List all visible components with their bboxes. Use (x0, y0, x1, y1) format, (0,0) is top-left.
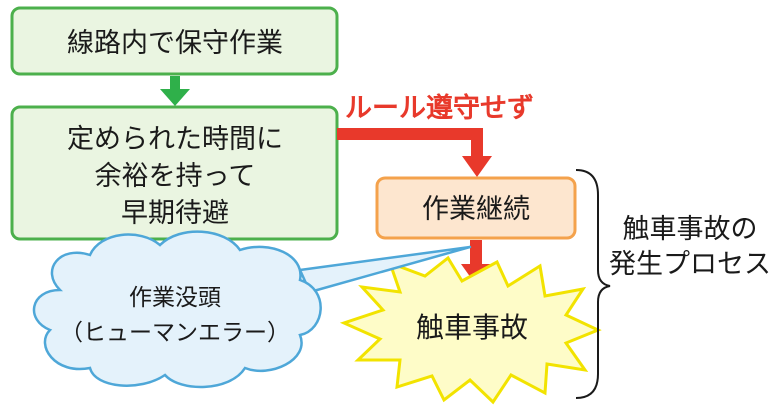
green-down-arrow (160, 76, 190, 106)
step-text-continue-work: 作業継続 (422, 194, 530, 225)
rule-violation-label: ルール遵守せず (345, 92, 534, 124)
step-text-line-2: 余裕を持って (95, 161, 256, 192)
accident-label: 触車事故 (416, 311, 528, 344)
thought-cloud (32, 230, 322, 389)
accident-burst-shape (339, 255, 602, 405)
red-elbow-arrow (337, 128, 492, 177)
step-text-maintenance: 線路内で保守作業 (67, 28, 283, 59)
step-box-continue-work (375, 176, 577, 240)
process-label-line-1: 触車事故の (623, 214, 758, 245)
step-text-line-1: 定められた時間に (67, 124, 283, 155)
cloud-text-human-error: （ヒューマンエラー） (60, 320, 290, 346)
step-box-maintenance (10, 6, 339, 76)
process-label-line-2: 発生プロセス (609, 249, 771, 280)
cloud-text-absorbed: 作業没頭 (129, 285, 221, 311)
right-brace (575, 169, 611, 399)
step-text-line-3: 早期待避 (121, 198, 229, 229)
